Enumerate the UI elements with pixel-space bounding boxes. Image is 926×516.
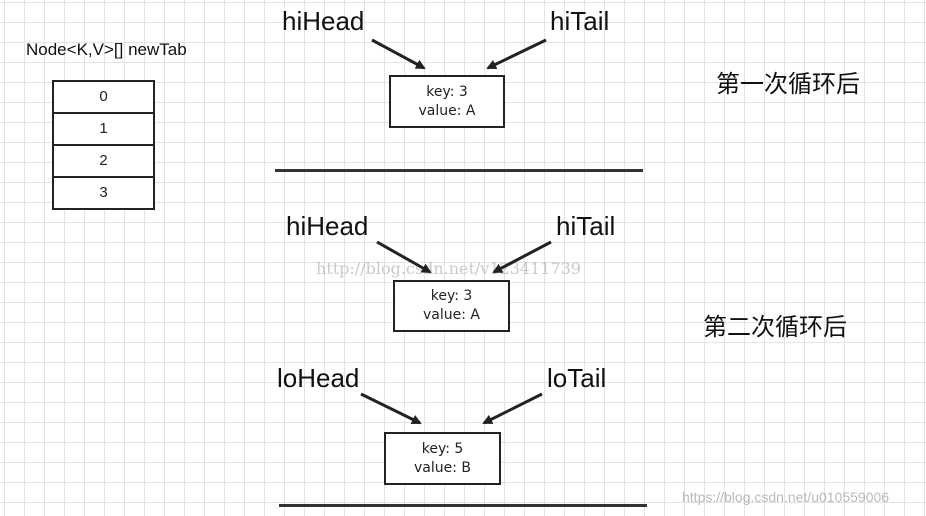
caption-first-loop: 第一次循环后 bbox=[716, 70, 860, 98]
label-hihead-1: hiHead bbox=[282, 6, 365, 36]
caption-second-loop: 第二次循环后 bbox=[703, 313, 847, 341]
array-title: Node<K,V>[] newTab bbox=[26, 40, 187, 59]
arrow-lotail bbox=[482, 392, 543, 425]
label-hitail-2: hiTail bbox=[556, 211, 616, 241]
watermark-corner: https://blog.csdn.net/u010559006 bbox=[682, 489, 890, 505]
array-cell-0: 0 bbox=[54, 82, 153, 114]
array-newtab: 0 1 2 3 bbox=[52, 80, 155, 210]
arrow-hihead-1 bbox=[371, 38, 426, 70]
watermark-center: http://blog.csdn.net/v123411739 bbox=[316, 259, 581, 278]
node-key: key: 3 bbox=[430, 288, 473, 304]
node-key: key: 5 bbox=[421, 440, 464, 457]
label-hihead-2: hiHead bbox=[286, 211, 369, 241]
node-value: value: A bbox=[423, 307, 480, 323]
label-lohead: loHead bbox=[277, 363, 360, 393]
node-value: value: A bbox=[418, 102, 476, 119]
node-value: value: B bbox=[413, 459, 471, 476]
array-cell-1: 1 bbox=[54, 114, 153, 146]
array-cell-2: 2 bbox=[54, 146, 153, 178]
node-box-2: key: 3 value: A bbox=[393, 280, 510, 332]
divider-line-2 bbox=[279, 504, 647, 507]
node-key: key: 3 bbox=[426, 83, 468, 100]
label-lotail: loTail bbox=[547, 363, 607, 393]
array-cell-3: 3 bbox=[99, 184, 108, 201]
arrow-lohead bbox=[360, 392, 422, 425]
label-hitail-1: hiTail bbox=[550, 6, 610, 36]
arrow-hihead-2 bbox=[376, 240, 432, 274]
node-box-1: key: 3 value: A bbox=[389, 75, 505, 128]
arrow-hitail-2 bbox=[492, 240, 552, 274]
node-box-3: key: 5 value: B bbox=[384, 432, 501, 485]
divider-line-1 bbox=[275, 169, 643, 172]
arrow-hitail-1 bbox=[486, 38, 547, 70]
